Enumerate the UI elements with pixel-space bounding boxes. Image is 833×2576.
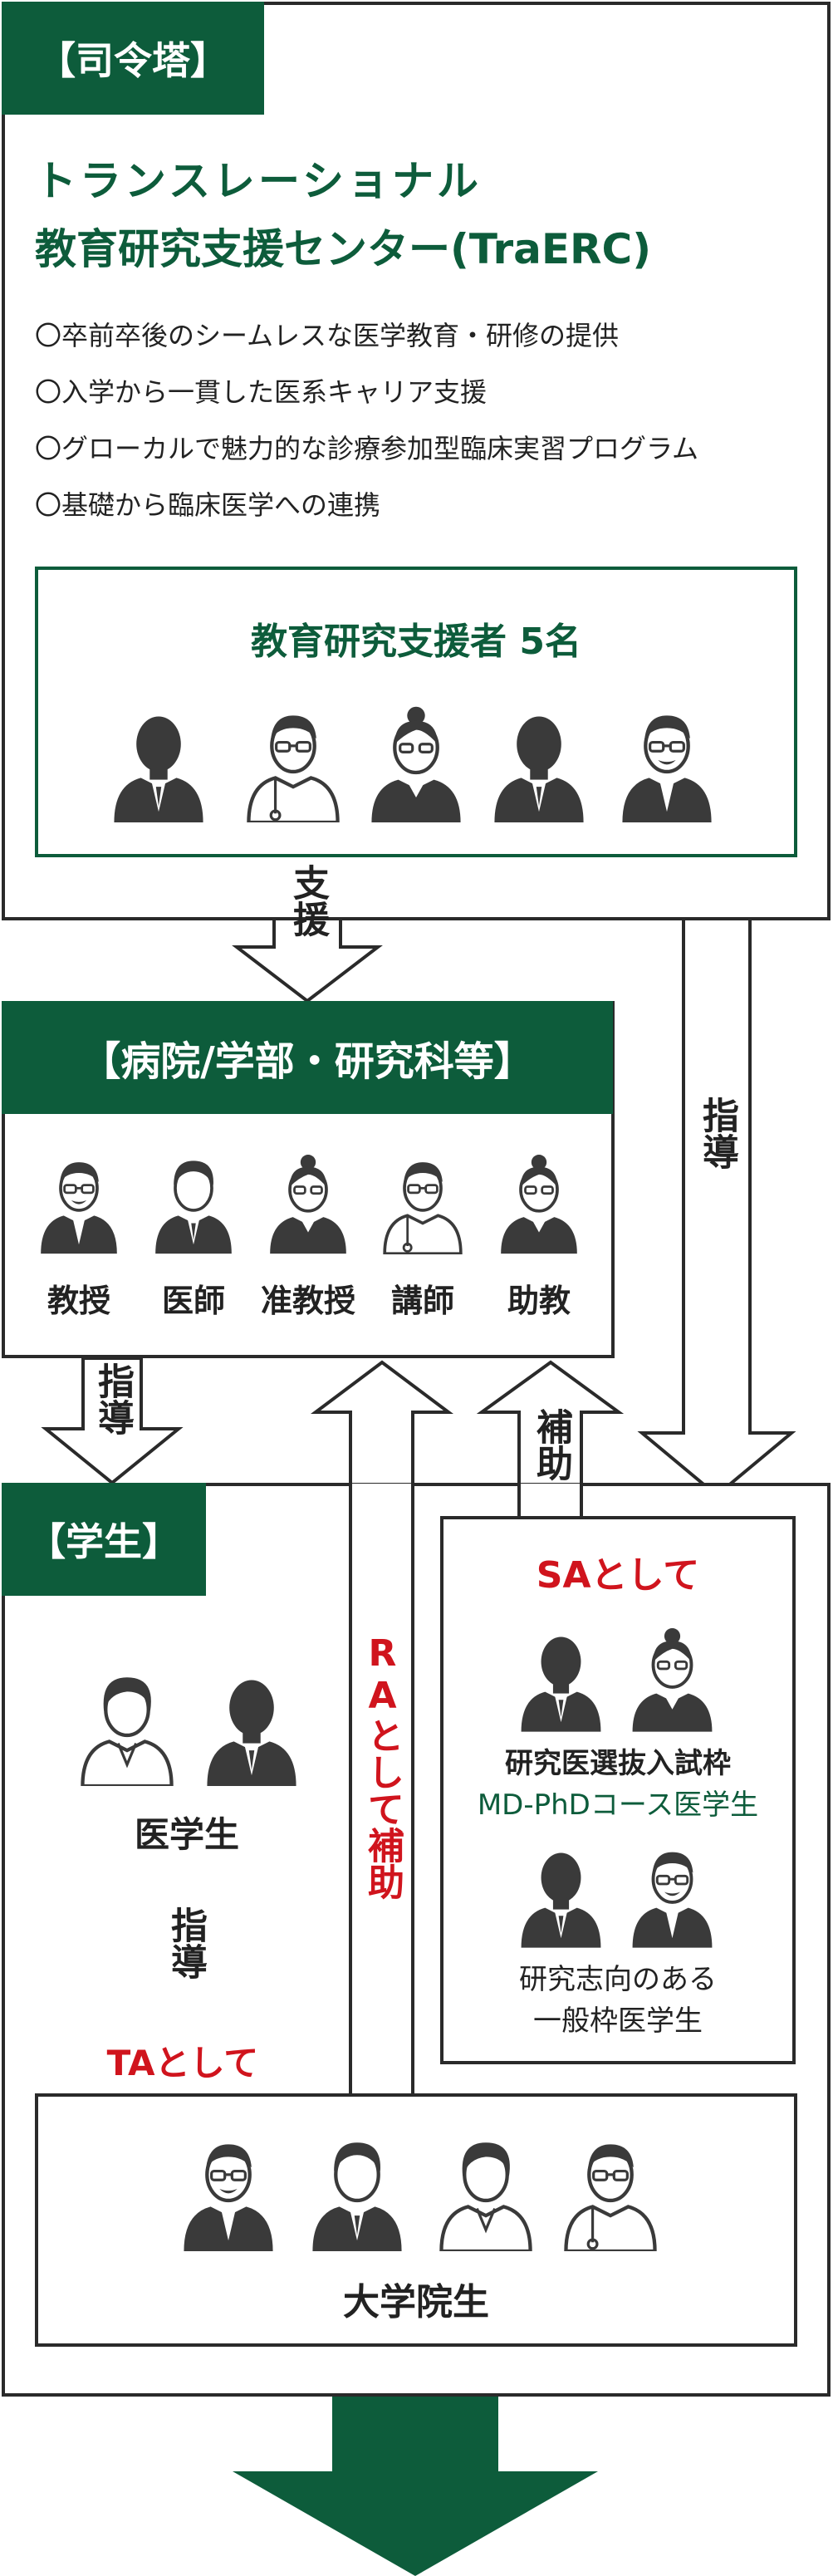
sa-group2-line1: 研究志向のある xyxy=(519,1963,717,1996)
sa-student-icon xyxy=(625,1620,720,1732)
supporters-title: 教育研究支援者 5名 xyxy=(251,621,581,663)
medical-student-icon xyxy=(73,1661,181,1786)
guide-right-label: 指導 xyxy=(696,1097,738,1170)
guide-arrow-left xyxy=(41,1357,184,1485)
role-lecturer: 講師 xyxy=(390,1283,454,1319)
hq-bullet-list: 〇卒前卒後のシームレスな医学教育・研修の提供 〇入学から一貫した医系キャリア支援… xyxy=(35,307,698,533)
sa-group1-line1: 研究医選抜入試枠 xyxy=(505,1747,731,1780)
guide-right-arrow-label: 指導 xyxy=(692,1097,742,1170)
support-arrow-label: 支援 xyxy=(282,864,332,937)
sa-group2-line2: 一般枠医学生 xyxy=(533,2004,703,2038)
sa-box xyxy=(440,1516,796,2064)
hq-bullet: 〇基礎から臨床医学への連携 xyxy=(35,489,381,521)
ra-label: RAとして補助 xyxy=(361,1632,404,1900)
graduate-label: 大学院生 xyxy=(343,2281,489,2323)
support-label: 支援 xyxy=(287,864,329,937)
hq-bullet: 〇卒前卒後のシームレスな医学教育・研修の提供 xyxy=(35,320,620,351)
ta-label: TAとして xyxy=(106,2043,259,2083)
role-assistant-professor: 助教 xyxy=(507,1283,571,1319)
medical-students-label: 医学生 xyxy=(134,1814,239,1855)
guide-left-label: 指導 xyxy=(91,1362,134,1435)
guide-inner-label: 指導 xyxy=(164,1906,207,1980)
assist-arrow-label: 補助 xyxy=(526,1408,576,1481)
hq-bullet: 〇グローカルで魅力的な診療参加型臨床実習プログラム xyxy=(35,433,699,464)
medical-student-icon xyxy=(198,1661,306,1786)
guide-left-arrow-label: 指導 xyxy=(87,1362,137,1435)
graduate-student-icon xyxy=(556,2127,664,2251)
hospital-tag: 【病院/学部・研究科等】 xyxy=(2,1001,613,1114)
hq-title-line2: 教育研究支援センター(TraERC) xyxy=(35,225,652,273)
sa-student-icon xyxy=(625,1836,720,1948)
guide-inner-arrow-label: 指導 xyxy=(160,1906,210,1980)
sa-title: SAとして xyxy=(536,1554,700,1597)
graduate-box xyxy=(35,2093,797,2347)
hq-bullet: 〇入学から一貫した医系キャリア支援 xyxy=(35,376,488,408)
role-professor: 教授 xyxy=(47,1283,110,1319)
graduate-student-icon xyxy=(432,2127,540,2251)
role-doctor: 医師 xyxy=(161,1283,225,1319)
sa-student-icon xyxy=(513,1620,609,1732)
hq-title-line1: トランスレーショナル xyxy=(35,157,482,205)
sa-group1-line2: MD-PhDコース医学生 xyxy=(477,1788,759,1822)
bottom-output-arrow xyxy=(233,2397,598,2576)
assist-label: 補助 xyxy=(530,1408,572,1481)
sa-student-icon xyxy=(513,1836,609,1948)
hq-tag: 【司令塔】 xyxy=(2,2,264,115)
graduate-student-icon xyxy=(174,2127,282,2251)
guide-arrow-right xyxy=(637,858,796,1498)
students-tag: 【学生】 xyxy=(2,1483,206,1596)
ra-arrow-label: RAとして補助 xyxy=(357,1632,407,1900)
graduate-student-icon xyxy=(303,2127,411,2251)
role-associate-professor: 准教授 xyxy=(260,1283,355,1319)
